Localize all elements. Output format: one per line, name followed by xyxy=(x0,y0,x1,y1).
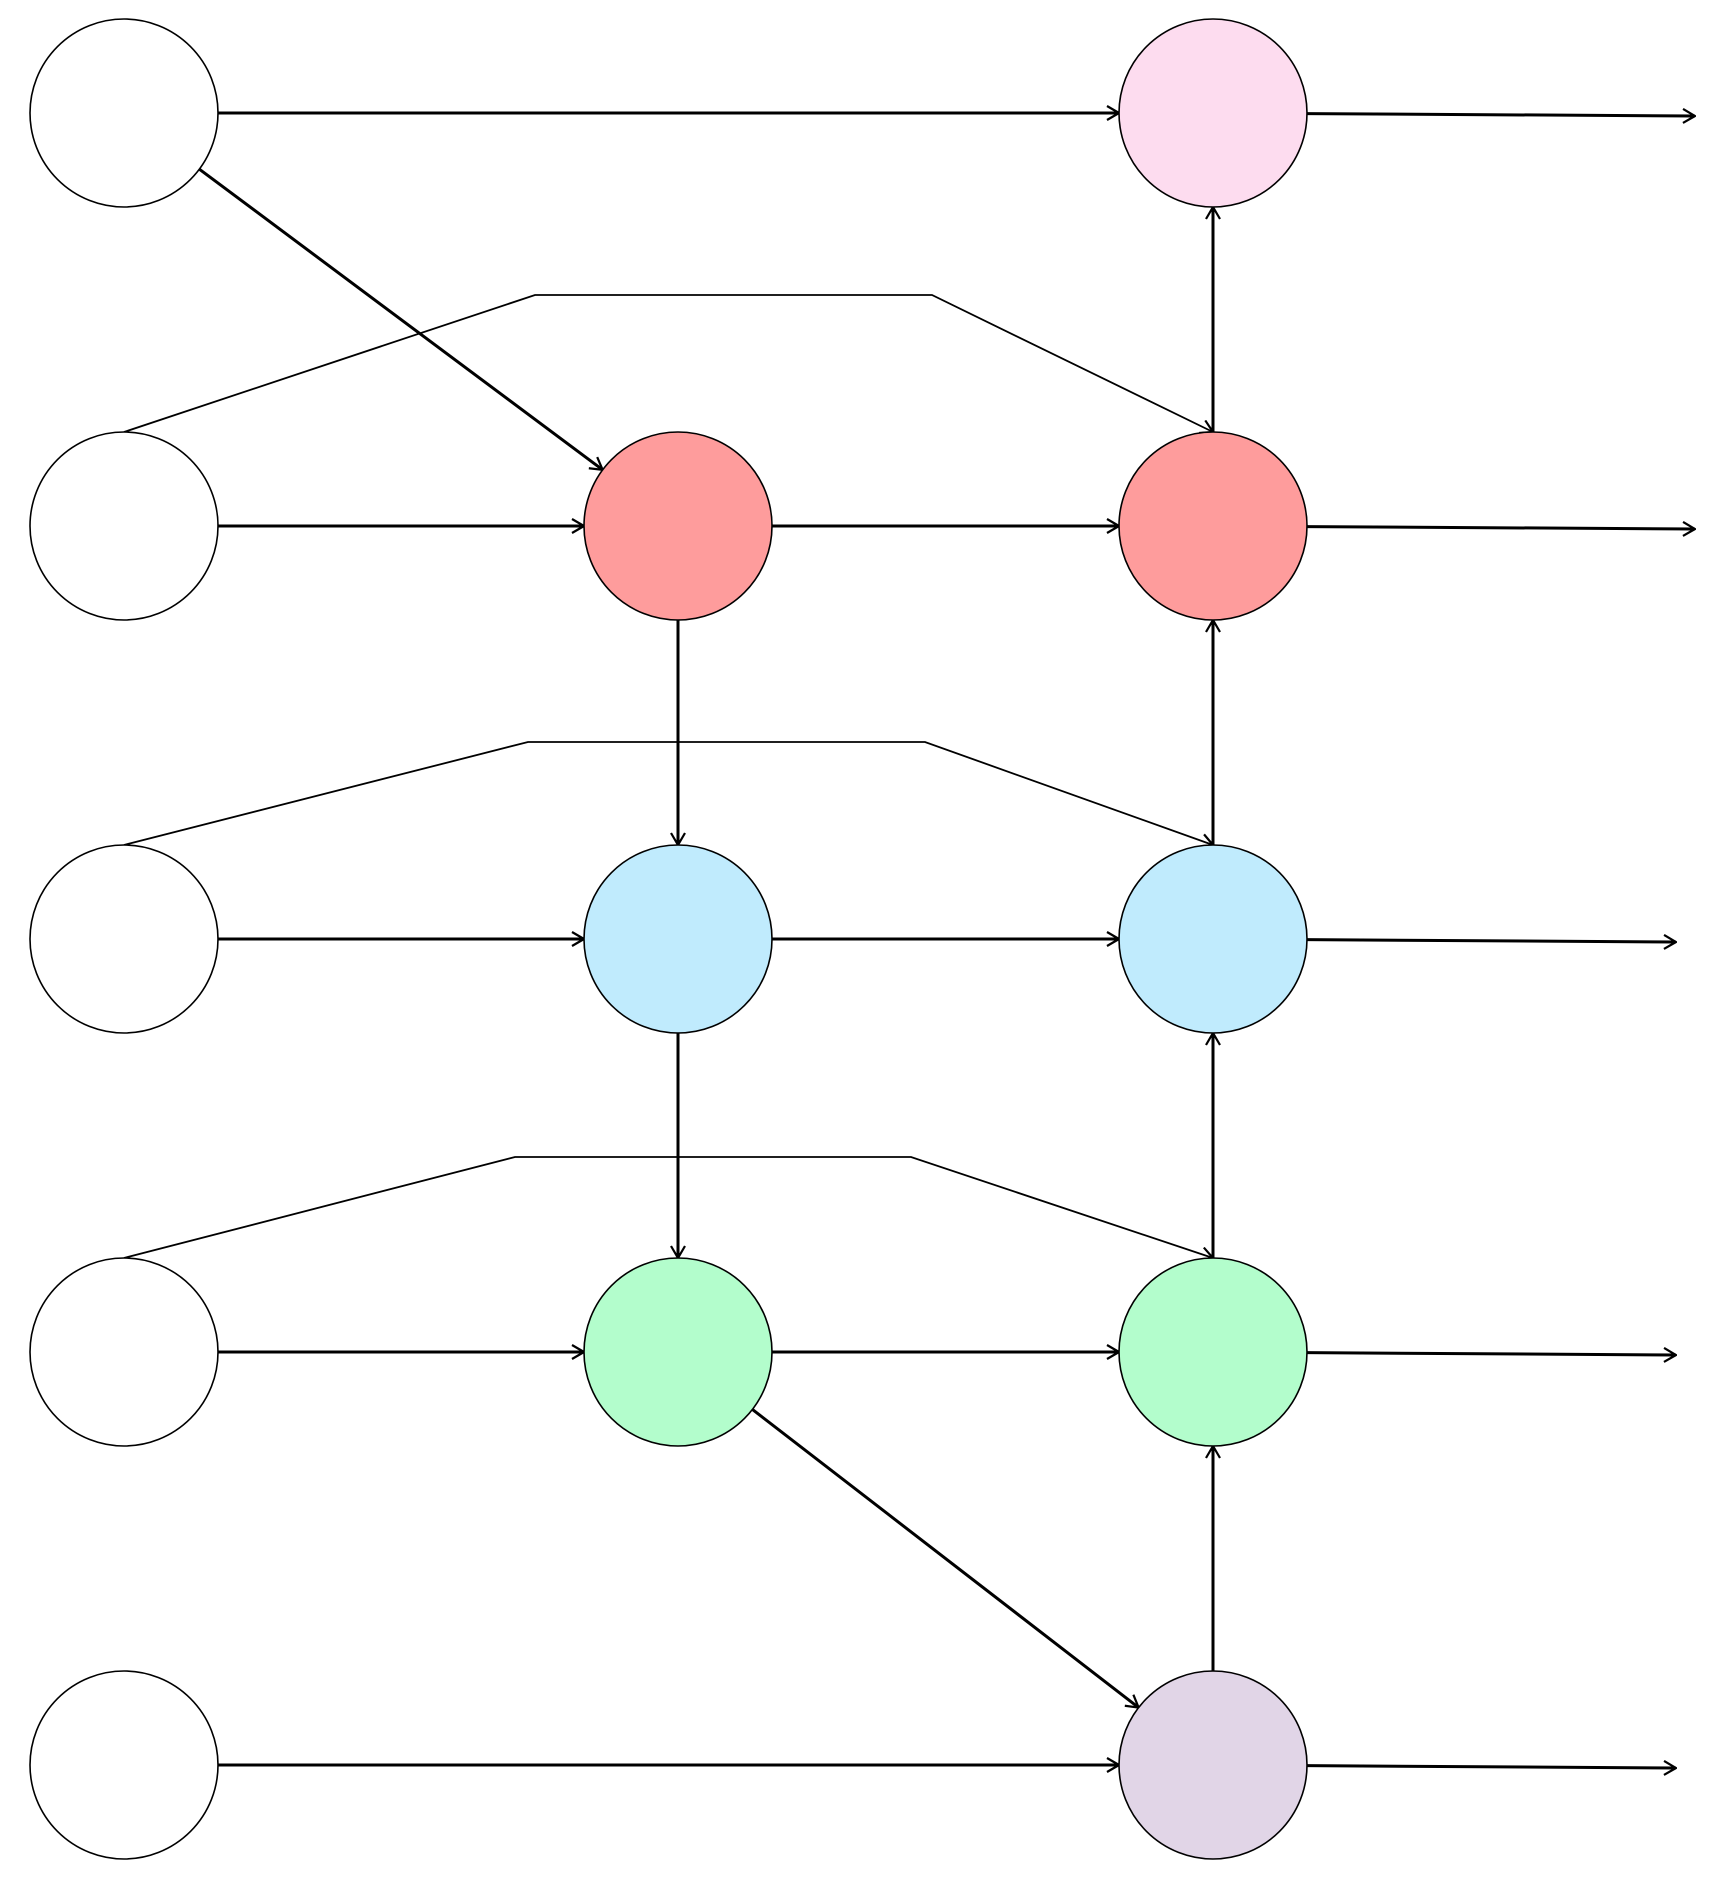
node-in-4 xyxy=(29,1257,219,1447)
edge-in-4-to-out-4 xyxy=(123,1156,1213,1258)
edge-out-3-to-exit-3 xyxy=(1306,940,1676,942)
edge-in-3-to-out-3 xyxy=(123,741,1213,845)
edges-layer xyxy=(123,113,1695,1768)
edge-out-5-to-exit-5 xyxy=(1306,1766,1676,1768)
node-mid-4 xyxy=(583,1257,773,1447)
node-out-2 xyxy=(1118,431,1308,621)
node-mid-2 xyxy=(583,431,773,621)
node-in-5 xyxy=(29,1670,219,1860)
edge-in-1-to-mid-2 xyxy=(198,167,602,470)
node-in-3 xyxy=(29,844,219,1034)
edge-out-2-to-exit-2 xyxy=(1306,527,1695,529)
node-out-1 xyxy=(1118,18,1308,208)
node-in-2 xyxy=(29,431,219,621)
edge-out-1-to-exit-1 xyxy=(1306,114,1695,116)
nodes-layer xyxy=(29,18,1308,1860)
node-out-5 xyxy=(1118,1670,1308,1860)
node-out-4 xyxy=(1118,1257,1308,1447)
node-in-1 xyxy=(29,18,219,208)
edge-in-2-to-out-2 xyxy=(123,294,1213,432)
edge-out-4-to-exit-4 xyxy=(1306,1353,1676,1355)
edge-mid-4-to-out-5 xyxy=(751,1408,1138,1707)
node-out-3 xyxy=(1118,844,1308,1034)
node-mid-3 xyxy=(583,844,773,1034)
